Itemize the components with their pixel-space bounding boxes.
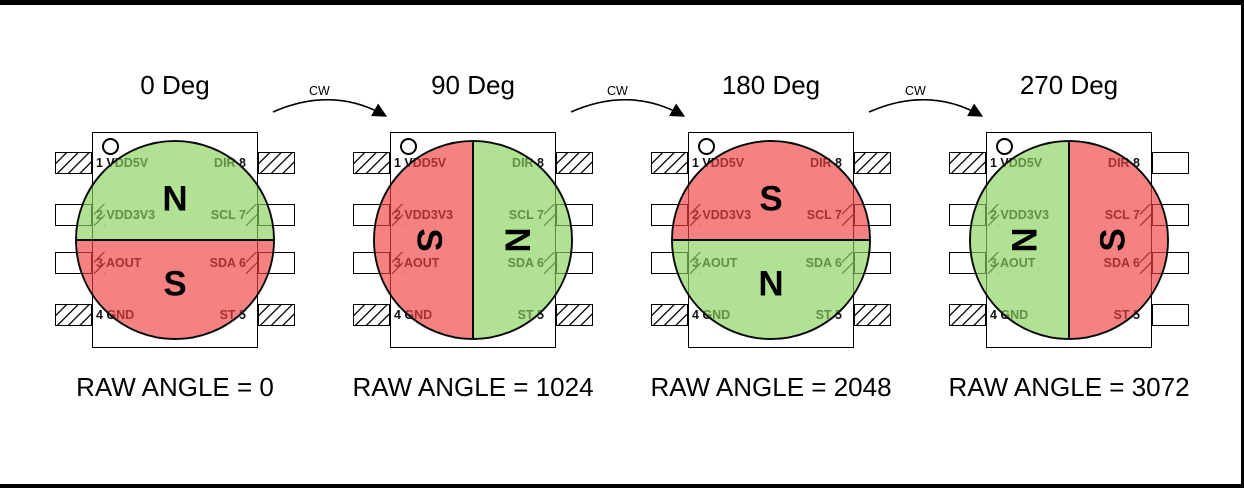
magnet-half-b <box>77 240 273 338</box>
cw-arrow: CW <box>866 84 990 130</box>
magnet-half-b <box>1069 142 1167 338</box>
raw-angle-label: RAW ANGLE = 3072 <box>948 372 1190 402</box>
rotation-angle-title: 180 Deg <box>721 70 821 100</box>
cw-arrow-curve <box>868 98 984 117</box>
pole-letter: S <box>163 264 187 304</box>
raw-angle-label: RAW ANGLE = 2048 <box>650 372 892 402</box>
raw-angle-label: RAW ANGLE = 0 <box>76 372 274 402</box>
magnet-circle <box>75 140 275 340</box>
cw-arrow-label: CW <box>604 84 631 99</box>
magnet-pole-divider <box>77 238 273 242</box>
pole-letter: N <box>497 227 537 253</box>
magnet-half-a <box>971 142 1069 338</box>
encoder-chip: 180 Deg 1 VDD5V2 VDD3V33 AOUT4 GNDDIR 8S… <box>650 58 891 406</box>
pole-letter: N <box>162 179 188 219</box>
magnet-circle <box>671 140 871 340</box>
raw-angle-label: RAW ANGLE = 1024 <box>352 372 594 402</box>
pole-letter: S <box>759 179 783 219</box>
magnet-pole-divider <box>673 238 869 242</box>
magnet-half-a <box>375 142 473 338</box>
cw-arrow: CW <box>568 84 692 130</box>
encoder-chip: 270 Deg 1 VDD5V2 VDD3V33 AOUT4 GNDDIR 8S… <box>948 58 1189 406</box>
pole-letter: S <box>1093 228 1133 252</box>
magnet-half-b <box>473 142 571 338</box>
rotation-angle-title: 270 Deg <box>1019 70 1119 100</box>
rotation-angle-title: 90 Deg <box>431 70 515 100</box>
magnet-pole-divider <box>471 142 475 338</box>
encoder-chip: 0 Deg 1 VDD5V2 VDD3V33 AOUT4 GNDDIR 8SCL… <box>55 58 295 406</box>
rotation-angle-title: 0 Deg <box>140 70 210 100</box>
pole-letter: S <box>409 228 449 252</box>
arrowhead-icon <box>868 98 984 117</box>
magnet-half-a <box>673 142 869 240</box>
cw-arrow: CW <box>270 84 394 130</box>
cw-arrow-label: CW <box>902 84 929 99</box>
magnet-circle <box>373 140 573 340</box>
magnet-pole-divider <box>1067 142 1071 338</box>
pole-letter: N <box>1005 227 1045 253</box>
cw-arrow-label: CW <box>306 84 333 99</box>
arrowhead-icon <box>570 98 686 117</box>
arrowhead-icon <box>272 98 388 117</box>
magnet-half-b <box>673 240 869 338</box>
encoder-chip: 90 Deg 1 VDD5V2 VDD3V33 AOUT4 GNDDIR 8SC… <box>352 58 593 406</box>
cw-arrow-curve <box>272 98 388 117</box>
pole-letter: N <box>758 264 784 304</box>
magnet-circle <box>969 140 1169 340</box>
cw-arrow-curve <box>570 98 686 117</box>
magnet-half-a <box>77 142 273 240</box>
